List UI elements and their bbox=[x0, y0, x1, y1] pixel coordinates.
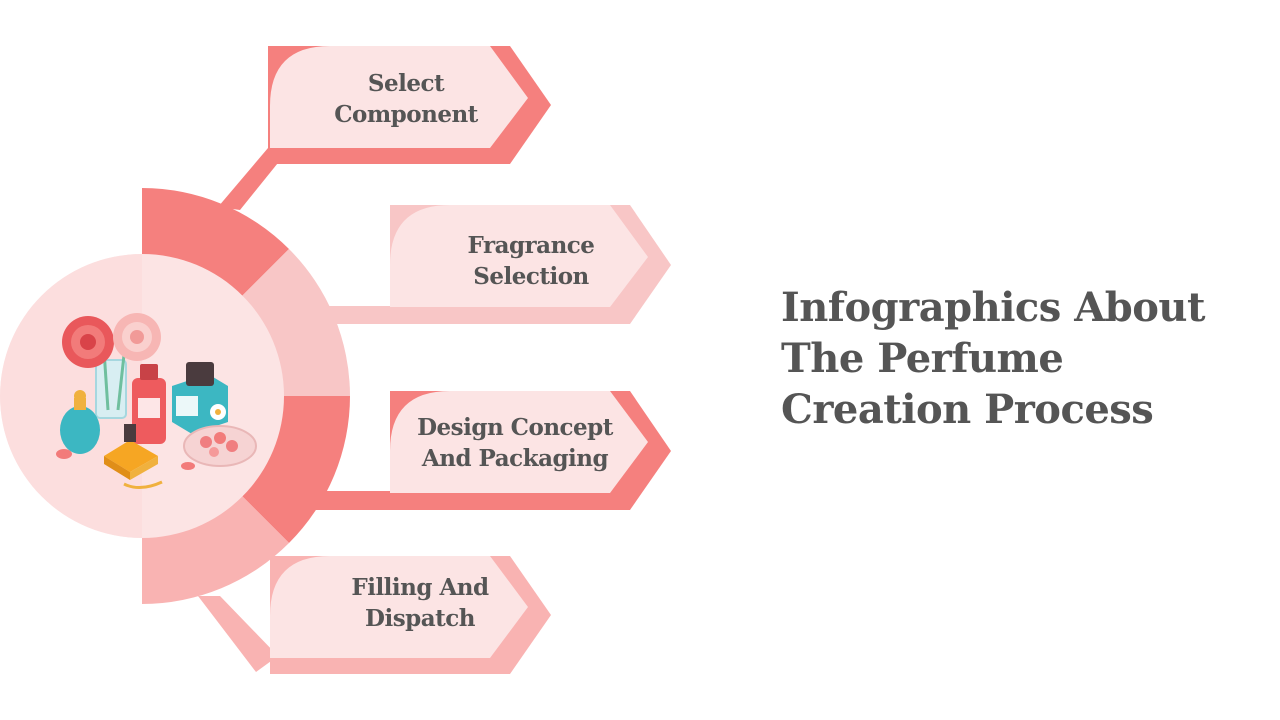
step-2-line-1: Fragrance bbox=[467, 232, 595, 259]
label-box-step-3 bbox=[390, 391, 648, 493]
step-2-line-2: Selection bbox=[473, 263, 589, 290]
step-1-line-2: Component bbox=[334, 101, 478, 128]
label-box-step-2 bbox=[390, 205, 648, 307]
title-line-2: The Perfume bbox=[781, 335, 1064, 382]
label-box-step-1 bbox=[270, 46, 528, 148]
page-title: Infographics About The Perfume Creation … bbox=[781, 282, 1251, 435]
title-line-1: Infographics About bbox=[781, 284, 1205, 331]
label-box-step-4 bbox=[270, 556, 528, 658]
step-3-line-1: Design Concept bbox=[417, 414, 613, 441]
step-4-line-2: Dispatch bbox=[365, 605, 475, 632]
perfume-bottles-illustration-icon bbox=[56, 313, 257, 489]
connector-step-4 bbox=[198, 596, 278, 672]
step-1-label: Select Component bbox=[286, 68, 526, 130]
connector-step-3 bbox=[300, 491, 400, 510]
step-3-line-2: And Packaging bbox=[421, 445, 609, 472]
step-1-line-1: Select bbox=[367, 70, 445, 97]
step-4-label: Filling And Dispatch bbox=[300, 572, 540, 634]
step-4-line-1: Filling And bbox=[351, 574, 489, 601]
title-line-3: Creation Process bbox=[781, 386, 1154, 433]
step-3-label: Design Concept And Packaging bbox=[395, 412, 635, 474]
step-2-label: Fragrance Selection bbox=[411, 230, 651, 292]
